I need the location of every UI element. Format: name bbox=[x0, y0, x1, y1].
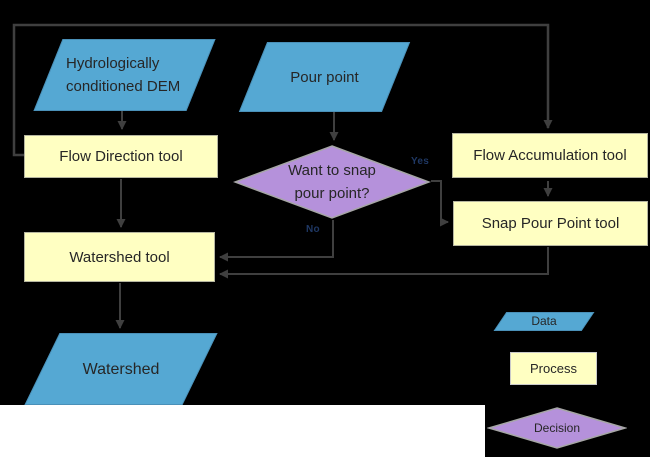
node-decision-shape bbox=[233, 145, 431, 219]
node-flow-direction-shape bbox=[24, 135, 218, 178]
node-watershed-tool-shape bbox=[24, 232, 215, 282]
connector-decision-no-to-watershedtool bbox=[219, 220, 334, 262]
legend-decision-label: Decision bbox=[533, 420, 581, 435]
connector-flowdirection-to-flowaccumulation bbox=[12, 23, 553, 157]
node-decision-label: Want to snap pour point? bbox=[288, 162, 376, 202]
node-watershed-tool-label: Watershed tool bbox=[69, 248, 170, 266]
legend-process-label: Process bbox=[530, 361, 577, 376]
legend-decision-shape bbox=[487, 407, 627, 449]
node-snap-pour-point-label: Snap Pour Point tool bbox=[481, 215, 620, 232]
connector-snappourpoint-to-watershedtool bbox=[219, 247, 549, 279]
legend-data-label: Data bbox=[531, 313, 557, 328]
node-snap-pour-point-shape bbox=[453, 201, 648, 246]
connector-decision-yes-to-snappourpoint bbox=[431, 180, 449, 227]
edge-label-yes: Yes bbox=[411, 156, 430, 167]
edge-label-no: No bbox=[306, 224, 320, 235]
node-dem-label: Hydrologically conditioned DEM bbox=[66, 55, 181, 95]
legend-process-shape bbox=[510, 352, 597, 385]
node-flow-accumulation-label: Flow Accumulation tool bbox=[473, 147, 627, 164]
node-flow-direction-label: Flow Direction tool bbox=[59, 148, 183, 165]
node-watershed-label: Watershed bbox=[82, 360, 160, 378]
node-flow-accumulation-shape bbox=[452, 133, 648, 178]
node-pour-point-label: Pour point bbox=[290, 68, 359, 86]
